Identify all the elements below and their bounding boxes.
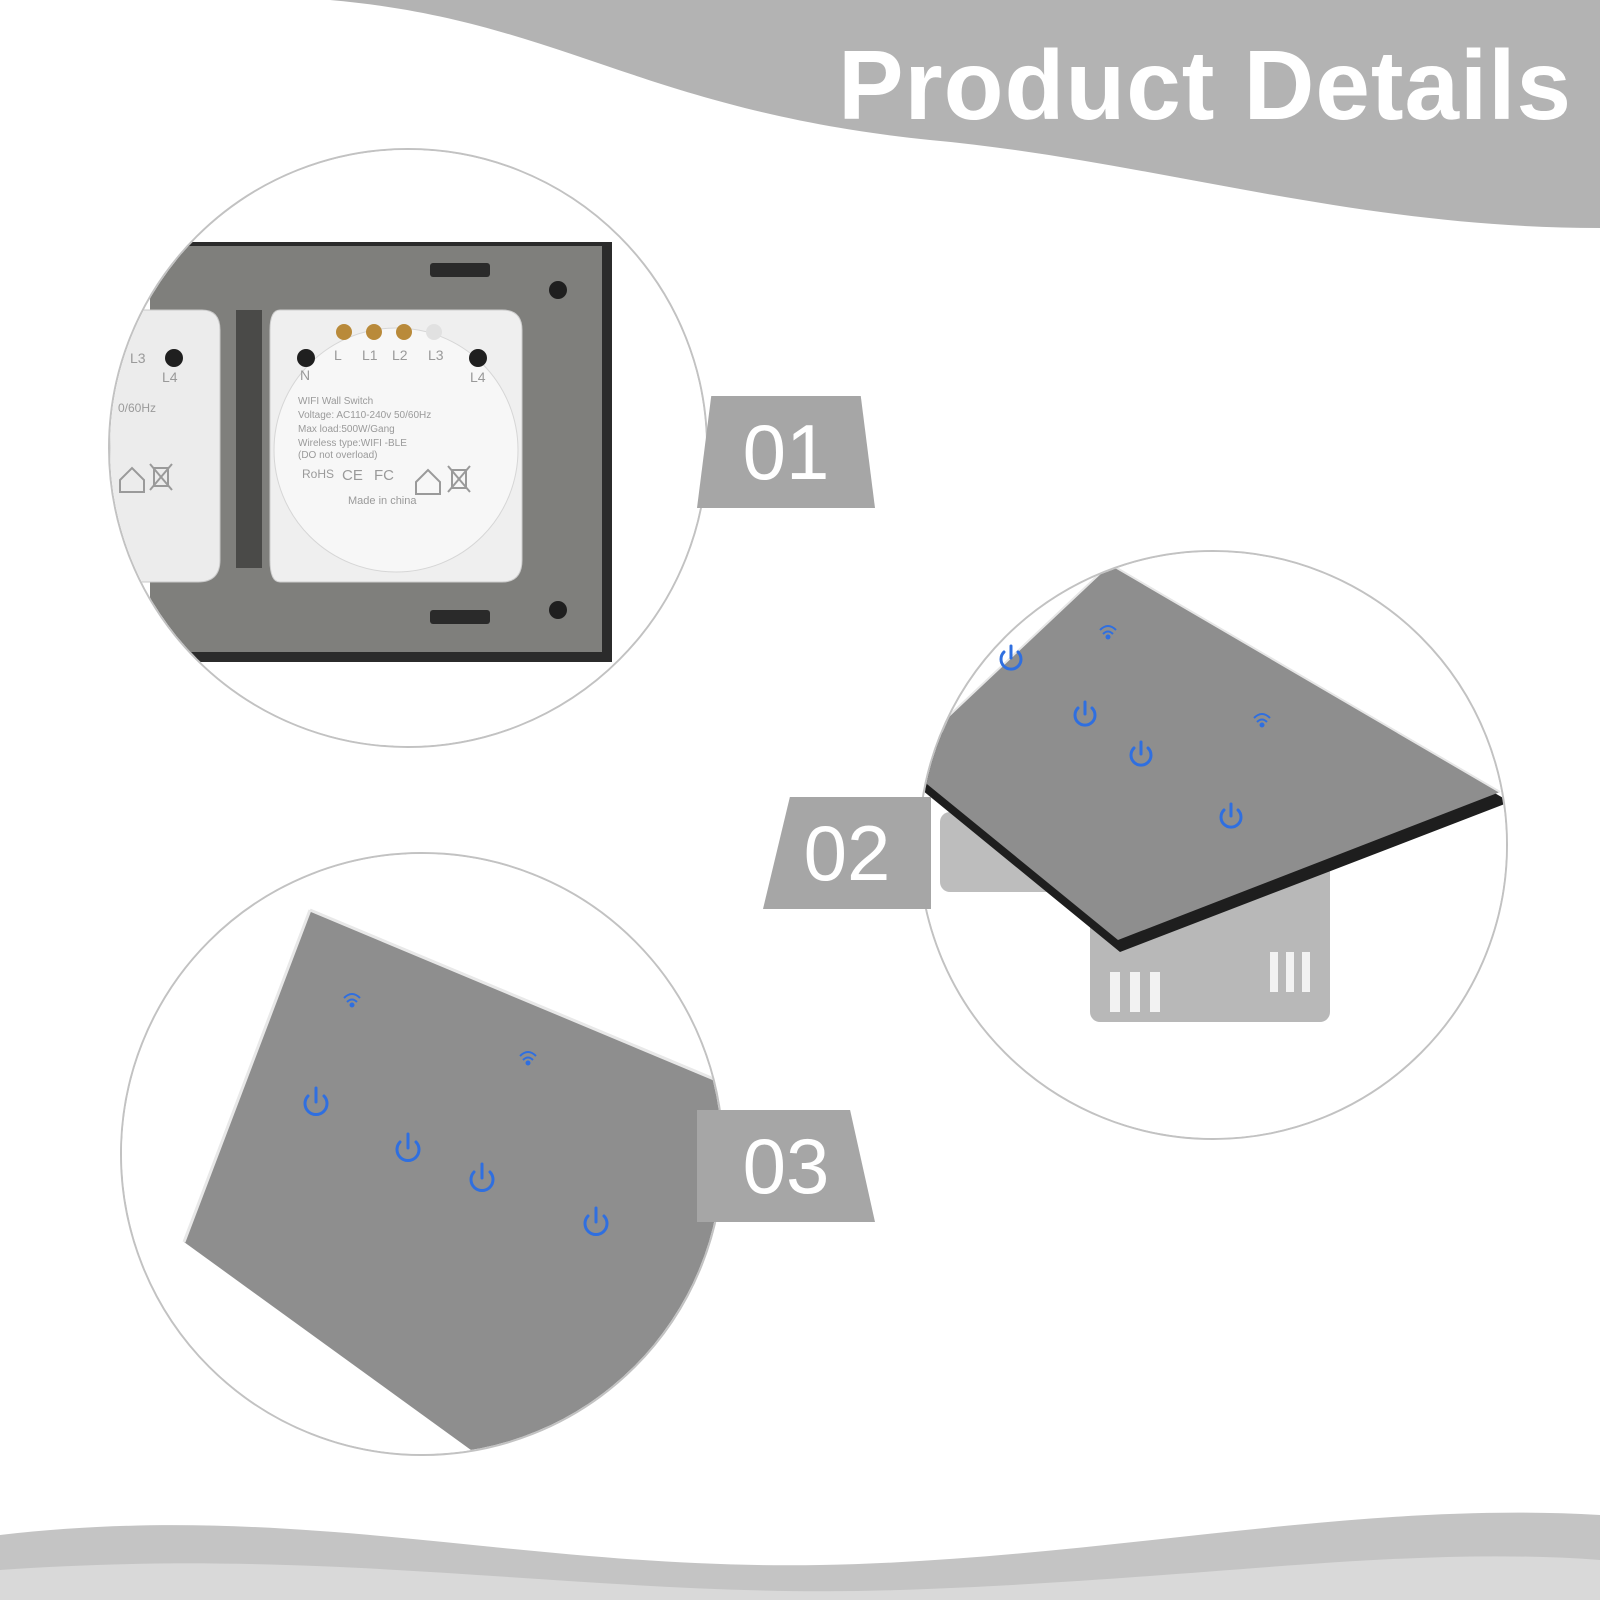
touch-buttons	[999, 644, 1243, 829]
top-slot	[430, 263, 490, 277]
terminal-n: N	[300, 367, 310, 383]
screw-hole	[549, 281, 567, 299]
terminal-l1: L1	[362, 347, 378, 363]
house-icon	[415, 468, 441, 495]
banner-dashed-line	[329, 10, 1181, 207]
spec-line-2: Voltage: AC110-240v 50/60Hz	[298, 410, 431, 421]
left-module-hole	[165, 349, 183, 367]
power-icon	[303, 1086, 329, 1116]
left-freq-label: 0/60Hz	[118, 401, 156, 415]
power-icon	[999, 644, 1023, 671]
terminal-l: L	[334, 347, 342, 363]
left-l4-label: L4	[162, 369, 178, 385]
detail-circle-03	[120, 852, 724, 1456]
weee-bin-icon	[149, 463, 173, 491]
power-icon	[1129, 740, 1153, 767]
left-module	[110, 309, 221, 583]
module-hole	[469, 349, 487, 367]
callout-03: 03	[697, 1110, 875, 1222]
switch-back-illustration: L3 L4 0/60Hz L L1 L2 L3 N L4 WIFI Wall S…	[110, 150, 706, 746]
glass-panel	[920, 564, 1500, 940]
touch-buttons	[303, 1086, 609, 1236]
module-hole	[297, 349, 315, 367]
callout-02: 02	[763, 797, 931, 909]
page-title: Product Details	[838, 30, 1572, 140]
wifi-icon	[1253, 713, 1271, 728]
made-in-label: Made in china	[348, 495, 417, 507]
terminal-l4: L4	[470, 369, 486, 385]
terminal-screws	[336, 324, 442, 340]
wifi-icon	[519, 1051, 537, 1066]
wifi-icon	[343, 993, 361, 1008]
left-l3-label: L3	[130, 350, 146, 366]
callout-01: 01	[697, 396, 875, 508]
glass-panel	[184, 910, 722, 1454]
switch-front-illustration	[122, 854, 722, 1454]
cert-fc: FC	[374, 467, 394, 484]
detail-circle-01: L3 L4 0/60Hz L L1 L2 L3 N L4 WIFI Wall S…	[108, 148, 708, 748]
module-face	[273, 327, 519, 573]
glass-highlight	[182, 908, 722, 1243]
detail-circle-02	[918, 550, 1508, 1140]
spec-line-4: Wireless type:WIFI -BLE	[298, 438, 407, 449]
terminal-l2: L2	[392, 347, 408, 363]
glass-highlight	[920, 562, 1501, 793]
power-icon	[395, 1132, 421, 1162]
terminal-l3: L3	[428, 347, 444, 363]
spec-line-5: (DO not overload)	[298, 450, 377, 461]
bottom-wave-light	[0, 1556, 1600, 1600]
weee-bin-icon	[447, 465, 471, 493]
power-icon	[583, 1206, 609, 1236]
cert-rohs: RoHS	[302, 467, 334, 481]
cert-ce: CE	[342, 467, 363, 484]
power-icon	[1073, 700, 1097, 727]
bottom-slot	[430, 610, 490, 624]
spec-line-1: WIFI Wall Switch	[298, 396, 373, 407]
wifi-icon	[1099, 625, 1117, 640]
top-banner	[0, 0, 1600, 228]
house-icon	[119, 466, 145, 493]
switch-angle-illustration	[920, 552, 1506, 1138]
power-icon	[469, 1162, 495, 1192]
power-icon	[1219, 802, 1243, 829]
divider-bar	[236, 310, 262, 568]
spec-line-3: Max load:500W/Gang	[298, 424, 395, 435]
housing-vents	[1110, 952, 1310, 1012]
screw-hole	[549, 601, 567, 619]
